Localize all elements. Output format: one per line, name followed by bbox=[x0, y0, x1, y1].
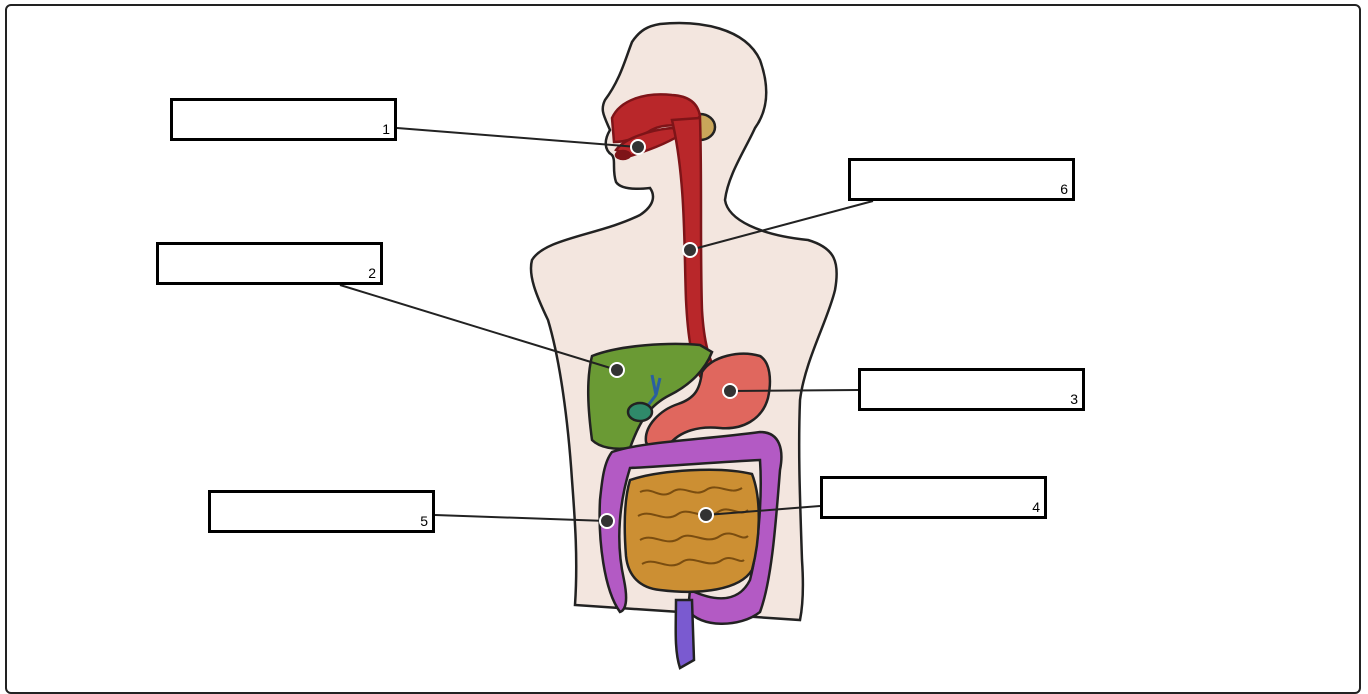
label-input-6[interactable] bbox=[851, 161, 1072, 198]
label-box-3[interactable]: 3 bbox=[858, 368, 1085, 411]
label-box-4[interactable]: 4 bbox=[820, 476, 1047, 519]
gallbladder-organ bbox=[628, 403, 652, 421]
label-box-2[interactable]: 2 bbox=[156, 242, 383, 285]
pointer-dot-2 bbox=[610, 363, 624, 377]
label-number-3: 3 bbox=[1070, 392, 1078, 406]
pointer-dot-3 bbox=[723, 384, 737, 398]
label-box-5[interactable]: 5 bbox=[208, 490, 435, 533]
label-box-6[interactable]: 6 bbox=[848, 158, 1075, 201]
label-input-2[interactable] bbox=[159, 245, 380, 282]
rectum-organ bbox=[676, 600, 694, 668]
label-number-5: 5 bbox=[420, 514, 428, 528]
label-input-1[interactable] bbox=[173, 101, 394, 138]
lips bbox=[616, 151, 630, 159]
label-number-4: 4 bbox=[1032, 500, 1040, 514]
leader-line-1 bbox=[397, 128, 638, 147]
small-intestine-organ bbox=[625, 470, 759, 592]
label-input-4[interactable] bbox=[823, 479, 1044, 516]
label-input-3[interactable] bbox=[861, 371, 1082, 408]
pointer-dot-6 bbox=[683, 243, 697, 257]
label-number-1: 1 bbox=[382, 122, 390, 136]
pointer-dot-5 bbox=[600, 514, 614, 528]
label-number-6: 6 bbox=[1060, 182, 1068, 196]
label-input-5[interactable] bbox=[211, 493, 432, 530]
label-number-2: 2 bbox=[368, 266, 376, 280]
leader-line-3 bbox=[730, 390, 858, 391]
label-box-1[interactable]: 1 bbox=[170, 98, 397, 141]
pointer-dot-1 bbox=[631, 140, 645, 154]
pointer-dot-4 bbox=[699, 508, 713, 522]
